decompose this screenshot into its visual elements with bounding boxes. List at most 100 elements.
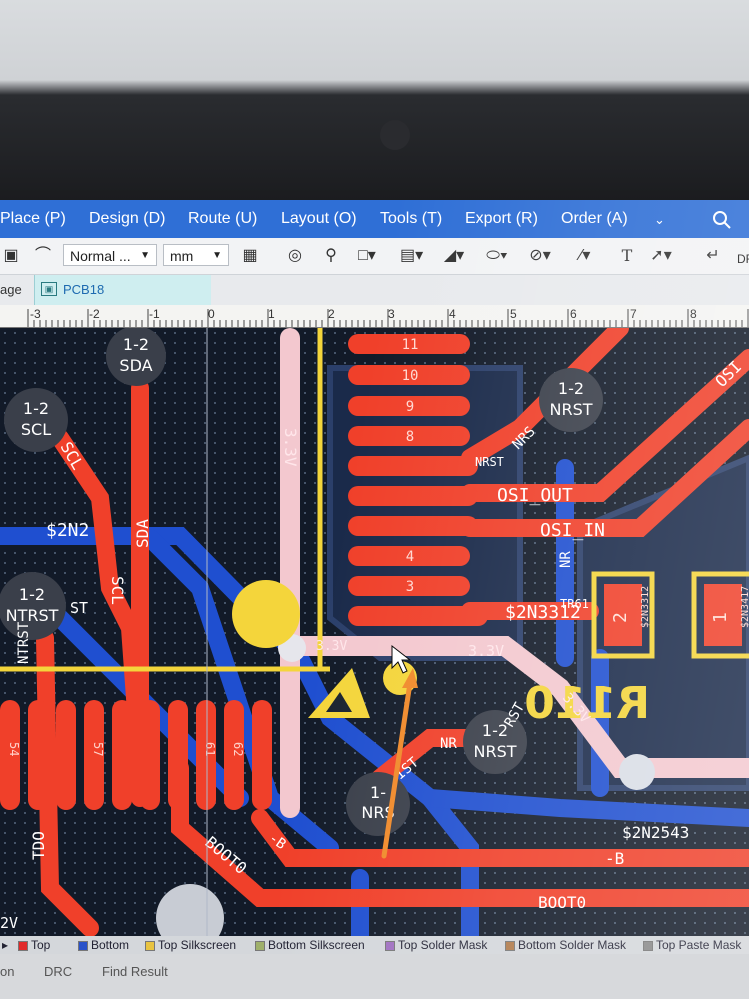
measure-tool-icon[interactable]: ➚▾ (650, 247, 672, 264)
menu-export[interactable]: Export (R) (465, 210, 538, 227)
badge-line1: 1-2 (482, 721, 508, 740)
badge-line2: NRST (473, 742, 516, 761)
no-connect-icon[interactable]: ⊘▾ (529, 247, 551, 264)
via-icon[interactable]: ◎ (288, 247, 302, 264)
menu-design[interactable]: Design (D) (89, 210, 166, 227)
net-label-3v3-small: 3.3V (316, 639, 347, 654)
pin-icon[interactable]: ⚲ (325, 247, 337, 264)
badge-line1: 1-2 (123, 335, 149, 354)
menu-route[interactable]: Route (U) (188, 210, 258, 227)
layer-swatch (385, 940, 395, 951)
layer-top-solder-mask[interactable]: Top Solder Mask (385, 938, 487, 952)
pin-label: 54 (7, 742, 21, 756)
ellipse-tool-icon[interactable]: ⬭▾ (486, 247, 508, 264)
line-style-value: Normal ... (70, 248, 131, 264)
layer-scroll-icon[interactable]: ▸ (2, 938, 9, 952)
toolbar: ▣ ⌒ Normal ... ▼ mm ▼ ▦ ◎ ⚲ □▾ ▤▾ ◢▾ ⬭▾ … (0, 238, 749, 275)
text-tool-icon[interactable]: T (621, 246, 633, 265)
layer-bar: ▸ Top Bottom Top Silkscreen Bottom Silks… (0, 936, 749, 954)
polarity-marker-inner (326, 692, 352, 712)
net-label-sda-vertical: SDA (133, 519, 152, 548)
badge-line2: NRST (549, 400, 592, 419)
menu-bar: Place (P) Design (D) Route (U) Layout (O… (0, 200, 749, 238)
pcb-file-icon: ▣ (41, 282, 57, 296)
select-tool-icon[interactable]: ▣ (3, 247, 19, 264)
annotation-arrowhead-icon (402, 668, 418, 688)
badge-line2: NRS (361, 803, 394, 822)
net-label-2n2: $2N2 (46, 520, 89, 541)
menu-place[interactable]: Place (P) (0, 210, 66, 227)
tab-connection[interactable]: on (0, 964, 15, 979)
line-style-select[interactable]: Normal ... ▼ (63, 244, 157, 266)
menu-layout[interactable]: Layout (O) (281, 210, 357, 227)
ruler-label: 6 (570, 307, 577, 321)
board-layout[interactable]: 11 10 9 8 4 3 54 5 (0, 328, 749, 936)
rectangle-tool-icon[interactable]: □▾ (358, 247, 376, 264)
layer-label: Top Solder Mask (398, 938, 488, 952)
net-labels: OSI_OUT OSI_IN NRST $2N2 $2N3312 $2N2543… (0, 455, 689, 932)
line-tool-icon[interactable]: ∕▾ (579, 247, 591, 264)
pin-label: 62 (231, 742, 245, 756)
ruler-label: 8 (690, 307, 697, 321)
search-icon[interactable] (712, 210, 732, 230)
layer-bottom-solder-mask[interactable]: Bottom Solder Mask (505, 938, 626, 952)
ruler-label: -1 (149, 307, 160, 321)
layer-top[interactable]: Top (18, 938, 50, 952)
pin-label: 61 (203, 742, 217, 756)
drc-toolbar-label[interactable]: DR (737, 252, 749, 266)
unit-select[interactable]: mm ▼ (163, 244, 229, 266)
layer-swatch (505, 940, 515, 951)
layer-label: Top Silkscreen (158, 938, 237, 952)
ruler-label: 5 (510, 307, 517, 321)
net-label-osi-in: OSI_IN (540, 520, 605, 541)
layer-top-silkscreen[interactable]: Top Silkscreen (145, 938, 236, 952)
badge-line1: 1-2 (23, 399, 49, 418)
more-chevron-icon[interactable]: ⌄ (654, 212, 665, 227)
ruler-label: 0 (208, 307, 215, 321)
horizontal-ruler: -3 -2 -1 0 1 2 3 4 5 6 7 8 (0, 305, 749, 328)
ruler-label: 7 (630, 307, 637, 321)
bottom-panel-tabs: on DRC Find Result (0, 954, 749, 999)
import-icon[interactable]: ↵ (706, 247, 720, 264)
region-tool-icon[interactable]: ▤▾ (400, 247, 424, 264)
tab-drc[interactable]: DRC (44, 964, 73, 979)
tab-previous[interactable]: age (0, 282, 22, 297)
layer-swatch (643, 940, 653, 951)
webcam (380, 120, 410, 150)
mcu-pin-pads (0, 700, 272, 810)
component-pad-1[interactable] (704, 584, 742, 646)
arc-tool-icon[interactable]: ⌒ (34, 247, 51, 264)
highlighted-net-3v3 (280, 328, 749, 818)
ic-pads (348, 334, 488, 626)
grid-icon[interactable]: ▦ (242, 247, 258, 264)
tab-pcb18[interactable]: ▣ PCB18 (34, 275, 211, 305)
menu-tools[interactable]: Tools (T) (380, 210, 443, 227)
layer-label: Top Paste Mask (656, 938, 742, 952)
layer-label: Bottom (91, 938, 130, 952)
net-label-st: ST (70, 599, 88, 617)
layer-bottom[interactable]: Bottom (78, 938, 129, 952)
pad-number: 9 (406, 399, 414, 415)
net-label-minus-b: -B (605, 849, 624, 868)
ruler-label: 2 (328, 307, 335, 321)
tab-find-result[interactable]: Find Result (102, 964, 168, 979)
layer-top-paste-mask[interactable]: Top Paste Mask (643, 938, 741, 952)
component-pad-2[interactable] (604, 584, 642, 646)
component-outline (691, 571, 749, 659)
layer-bottom-silkscreen[interactable]: Bottom Silkscreen (255, 938, 365, 952)
menu-order[interactable]: Order (A) (561, 210, 628, 227)
ruler-label: -2 (89, 307, 100, 321)
layer-label: Bottom Silkscreen (268, 938, 365, 952)
pad-number: 4 (406, 549, 414, 565)
net-label-nrst-vertical: NR (558, 551, 574, 568)
eda-window: Place (P) Design (D) Route (U) Layout (O… (0, 200, 749, 960)
silkscreen-designator: R110 (524, 678, 650, 729)
polygon-tool-icon[interactable]: ◢▾ (443, 247, 465, 264)
dropdown-arrow-icon: ▼ (212, 250, 222, 261)
pad-number: 10 (402, 368, 419, 384)
badge-line1: 1- (370, 783, 386, 802)
pcb-canvas[interactable]: 11 10 9 8 4 3 54 5 (0, 328, 749, 936)
polarity-marker (308, 668, 370, 718)
pad-number: 1 (710, 612, 731, 623)
layer-label: Top (31, 938, 51, 952)
